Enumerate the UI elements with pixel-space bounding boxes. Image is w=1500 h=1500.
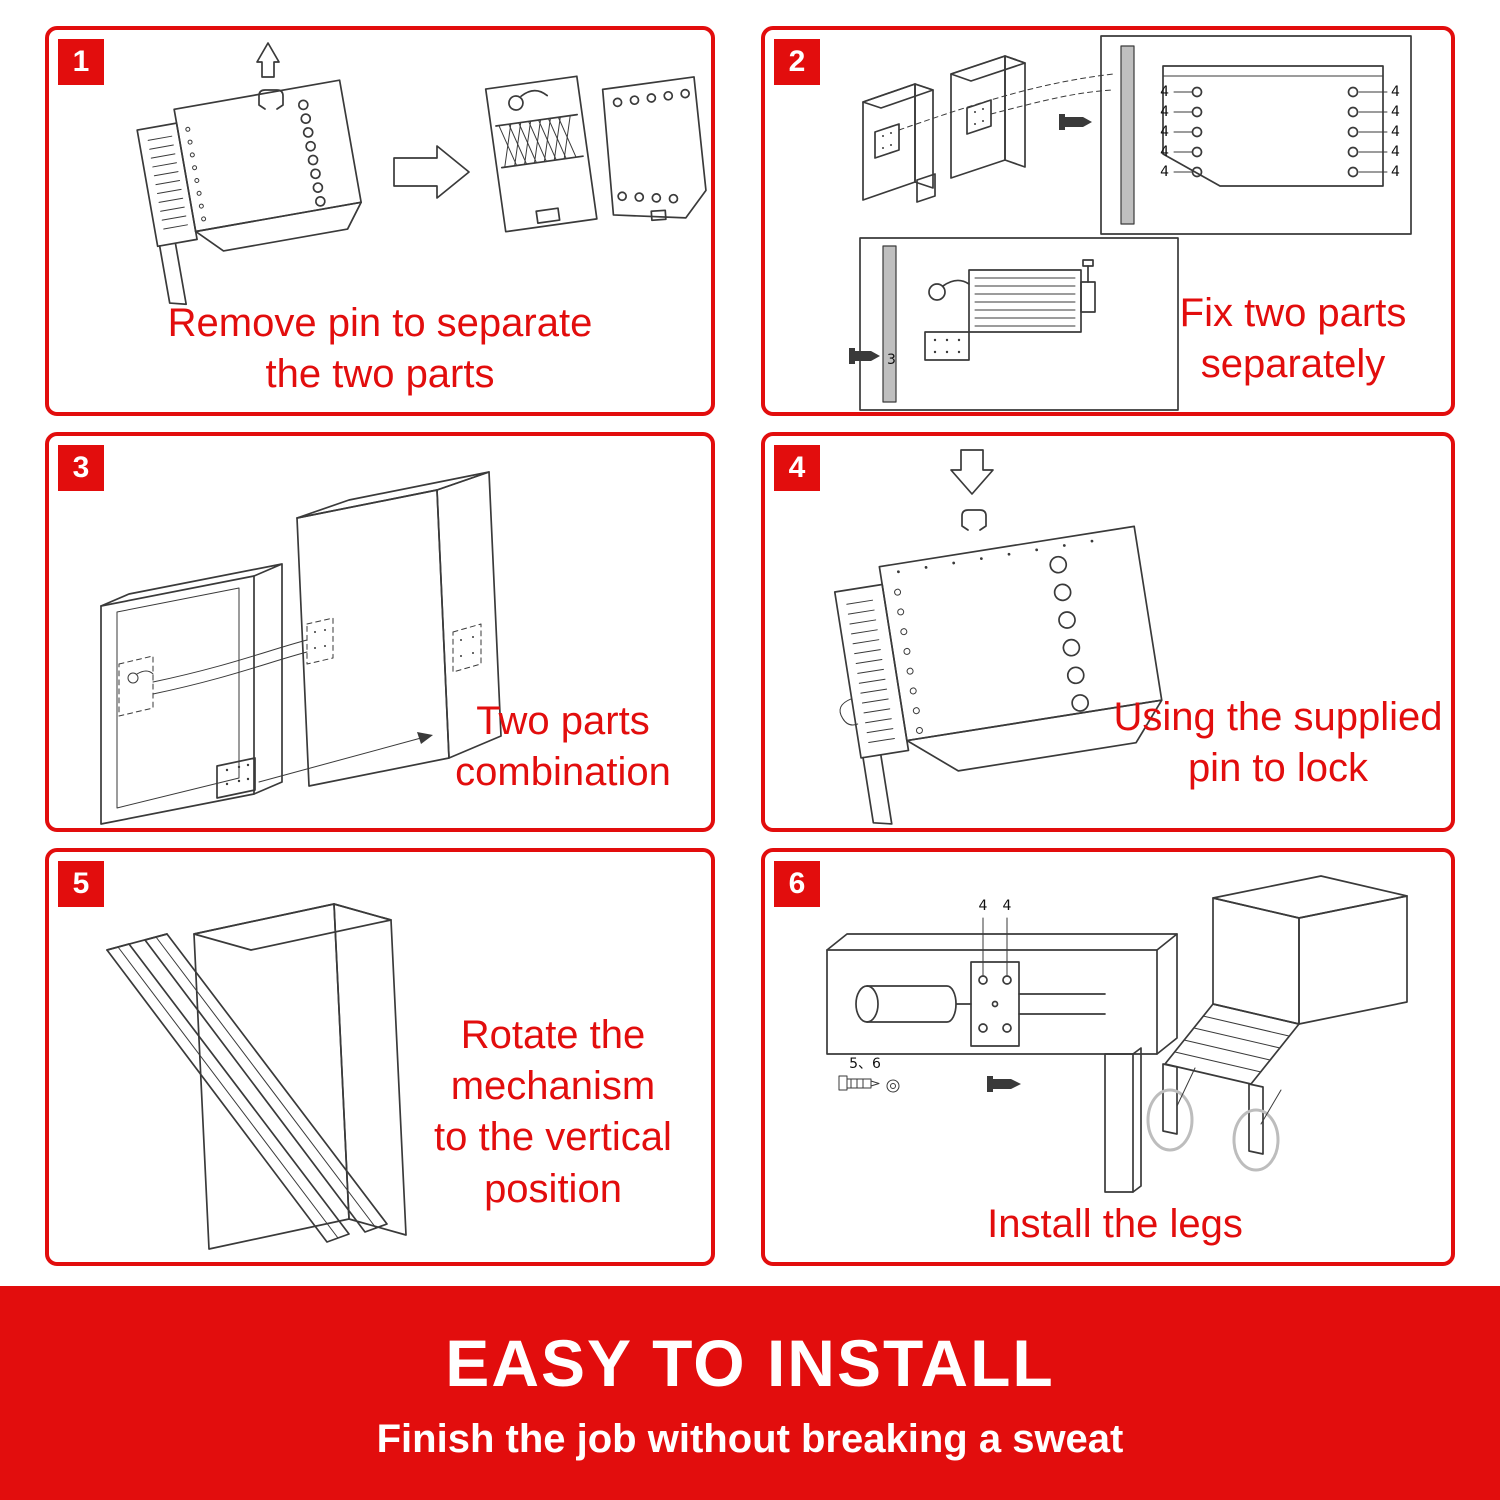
caption-line: the two parts (265, 351, 495, 396)
mount-detail-box (1100, 35, 1412, 235)
step-number-badge: 5 (58, 861, 104, 907)
banner-title: EASY TO INSTALL (445, 1325, 1055, 1400)
frame-part-drawing (100, 563, 283, 825)
banner: EASY TO INSTALL Finish the job without b… (0, 1286, 1500, 1500)
step-2-illustration: 4 4 4 4 4 4 4 4 4 4 (849, 35, 1412, 411)
rotating-mechanism-drawing (106, 933, 388, 1243)
step-1-illustration (136, 42, 707, 306)
step-caption: Rotate the mechanism to the vertical pos… (403, 1010, 703, 1215)
step-panel-5: 5 Rotate the mechanism to the vertical (45, 848, 715, 1266)
leg-mount-detail-drawing (826, 917, 1178, 1193)
step-6-illustration: 4 4 5、6 (826, 875, 1408, 1193)
screw-size-label: 4 (1160, 164, 1169, 180)
screw-size-label: 4 (1160, 144, 1169, 160)
step-panel-1: 1 (45, 26, 715, 416)
screw-size-label: 4 (1160, 104, 1169, 120)
bracket-assembly-drawing (833, 525, 1163, 825)
cabinet-box-drawing (193, 903, 407, 1250)
screw-size-label: 4 (1391, 124, 1400, 140)
caption-line: Rotate the (460, 1013, 646, 1057)
caption-line: Using the supplied (1113, 694, 1443, 739)
screw-icon (849, 348, 880, 364)
screw-size-label: 4 (1391, 84, 1400, 100)
caption-line: position (484, 1166, 622, 1211)
step-5-illustration (106, 903, 407, 1250)
caption-line: mechanism (450, 1064, 656, 1109)
screw-size-label: 4 (1003, 898, 1012, 914)
step-number-badge: 3 (58, 445, 104, 491)
caption-line: combination (455, 749, 671, 794)
hole-plate-drawing (601, 76, 707, 222)
caption-line: Two parts (476, 698, 650, 743)
step-caption: Fix two parts separately (1143, 288, 1443, 390)
caption-line: Remove pin to separate (167, 300, 593, 345)
step-caption: Remove pin to separate the two parts (49, 298, 711, 400)
screw-size-label: 4 (1160, 84, 1169, 100)
step-caption: Using the supplied pin to lock (1113, 692, 1443, 794)
step-3-illustration (100, 471, 502, 825)
right-arrow-icon (393, 145, 470, 199)
mechanism-detail-box (859, 237, 1179, 411)
screw-icon (987, 1076, 1021, 1092)
screw-size-label: 4 (1160, 124, 1169, 140)
caption-line: Install the legs (987, 1201, 1243, 1246)
assembled-bracket-drawing (136, 79, 362, 306)
box-part-drawing (296, 471, 502, 787)
caption-line: Fix two parts (1179, 290, 1407, 335)
step-panel-6: 6 (761, 848, 1455, 1266)
legs-assembly-drawing (1146, 875, 1408, 1172)
caption-line: separately (1200, 341, 1386, 386)
parts-label: 5、6 (849, 1056, 881, 1072)
screw-size-label: 4 (979, 898, 988, 914)
screw-size-label: 4 (1391, 164, 1400, 180)
down-arrow-icon (950, 449, 994, 495)
step-panel-4: 4 U (761, 432, 1455, 832)
arrow-head (417, 732, 433, 744)
step-number-badge: 4 (774, 445, 820, 491)
banner-subtitle: Finish the job without breaking a sweat (376, 1416, 1124, 1461)
step-caption: Two parts combination (423, 696, 703, 798)
step-number-badge: 1 (58, 39, 104, 85)
step-number-badge: 6 (774, 861, 820, 907)
up-arrow-icon (256, 42, 280, 78)
step-4-illustration (833, 449, 1163, 825)
step-caption: Install the legs (915, 1199, 1315, 1250)
screw-size-label: 4 (1391, 144, 1400, 160)
step-number-badge: 2 (774, 39, 820, 85)
screw-icon (1059, 114, 1092, 130)
step-panel-2: 2 (761, 26, 1455, 416)
caption-line: pin to lock (1187, 745, 1369, 790)
pin-icon (961, 509, 987, 531)
spring-plate-drawing (484, 75, 598, 233)
screw-size-label: 3 (887, 352, 896, 368)
cabinet-panels-drawing (862, 55, 1026, 203)
step-panel-3: 3 (45, 432, 715, 832)
screw-size-label: 4 (1391, 104, 1400, 120)
steps-grid: 1 (45, 26, 1455, 1266)
caption-line: to the vertical (434, 1115, 672, 1160)
